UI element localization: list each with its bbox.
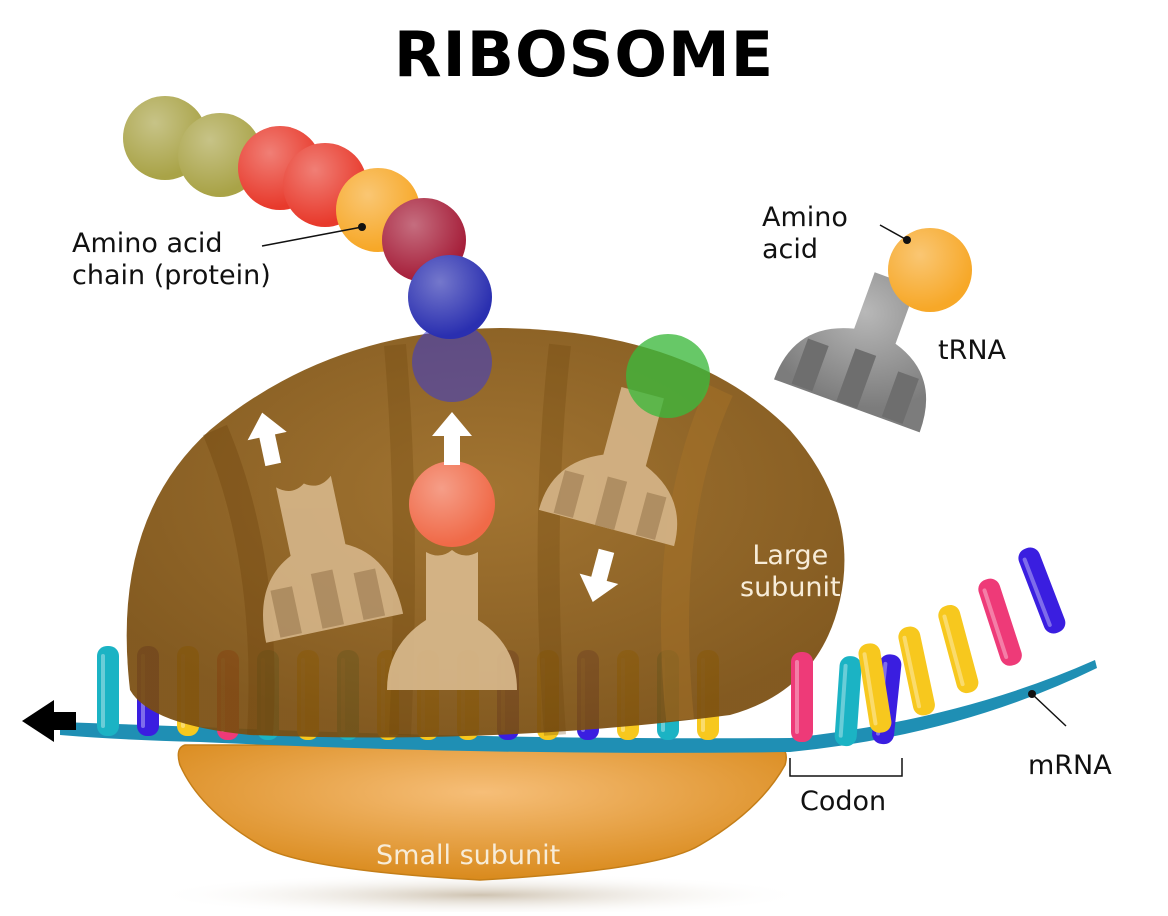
label-mrna: mRNA bbox=[1028, 750, 1112, 781]
label-amino-acid: Amino acid bbox=[762, 202, 848, 265]
mrna-base bbox=[97, 646, 119, 736]
small-subunit bbox=[177, 744, 787, 881]
amino-acid-peptidyl-shine bbox=[409, 461, 495, 547]
diagram-title: RIBOSOME bbox=[393, 18, 775, 91]
free-amino-acid-shine bbox=[888, 228, 972, 312]
trna-exit-site bbox=[263, 475, 404, 643]
arrow-up-peptidyl-icon bbox=[432, 412, 472, 465]
mrna-base bbox=[834, 656, 862, 747]
mrna-base bbox=[791, 652, 813, 742]
label-small-subunit: Small subunit bbox=[376, 840, 561, 871]
mrna-direction-arrow-icon bbox=[22, 700, 76, 742]
mrna-base bbox=[898, 626, 935, 716]
ground-shadow bbox=[150, 873, 810, 916]
label-large-subunit: Large subunit bbox=[740, 540, 841, 603]
leader-dot-mrna bbox=[1028, 690, 1036, 698]
trna-aminoacyl-site bbox=[538, 387, 678, 547]
mrna-base bbox=[978, 578, 1022, 666]
mrna-base bbox=[1018, 547, 1066, 634]
label-amino-acid-chain: Amino acid chain (protein) bbox=[72, 228, 271, 291]
amino-acid-aminoacyl bbox=[626, 334, 710, 418]
mrna-base bbox=[938, 604, 979, 694]
arrow-up-exit-icon bbox=[247, 412, 287, 467]
mrna-base bbox=[858, 643, 892, 733]
leader-dot-amino bbox=[903, 236, 911, 244]
leader-lines bbox=[261, 224, 1067, 777]
label-codon: Codon bbox=[800, 786, 887, 817]
amino-acid-bead-shine bbox=[408, 255, 492, 339]
amino-acid-chain bbox=[123, 96, 492, 339]
trna-peptidyl-site bbox=[387, 550, 517, 690]
amino-acid-exit bbox=[412, 322, 492, 402]
leader-dot-chain bbox=[358, 223, 366, 231]
label-trna: tRNA bbox=[938, 335, 1007, 366]
free-trna bbox=[774, 272, 927, 433]
arrow-down-aminoacyl-icon bbox=[579, 548, 619, 603]
mrna-bases-outside bbox=[791, 547, 1066, 747]
